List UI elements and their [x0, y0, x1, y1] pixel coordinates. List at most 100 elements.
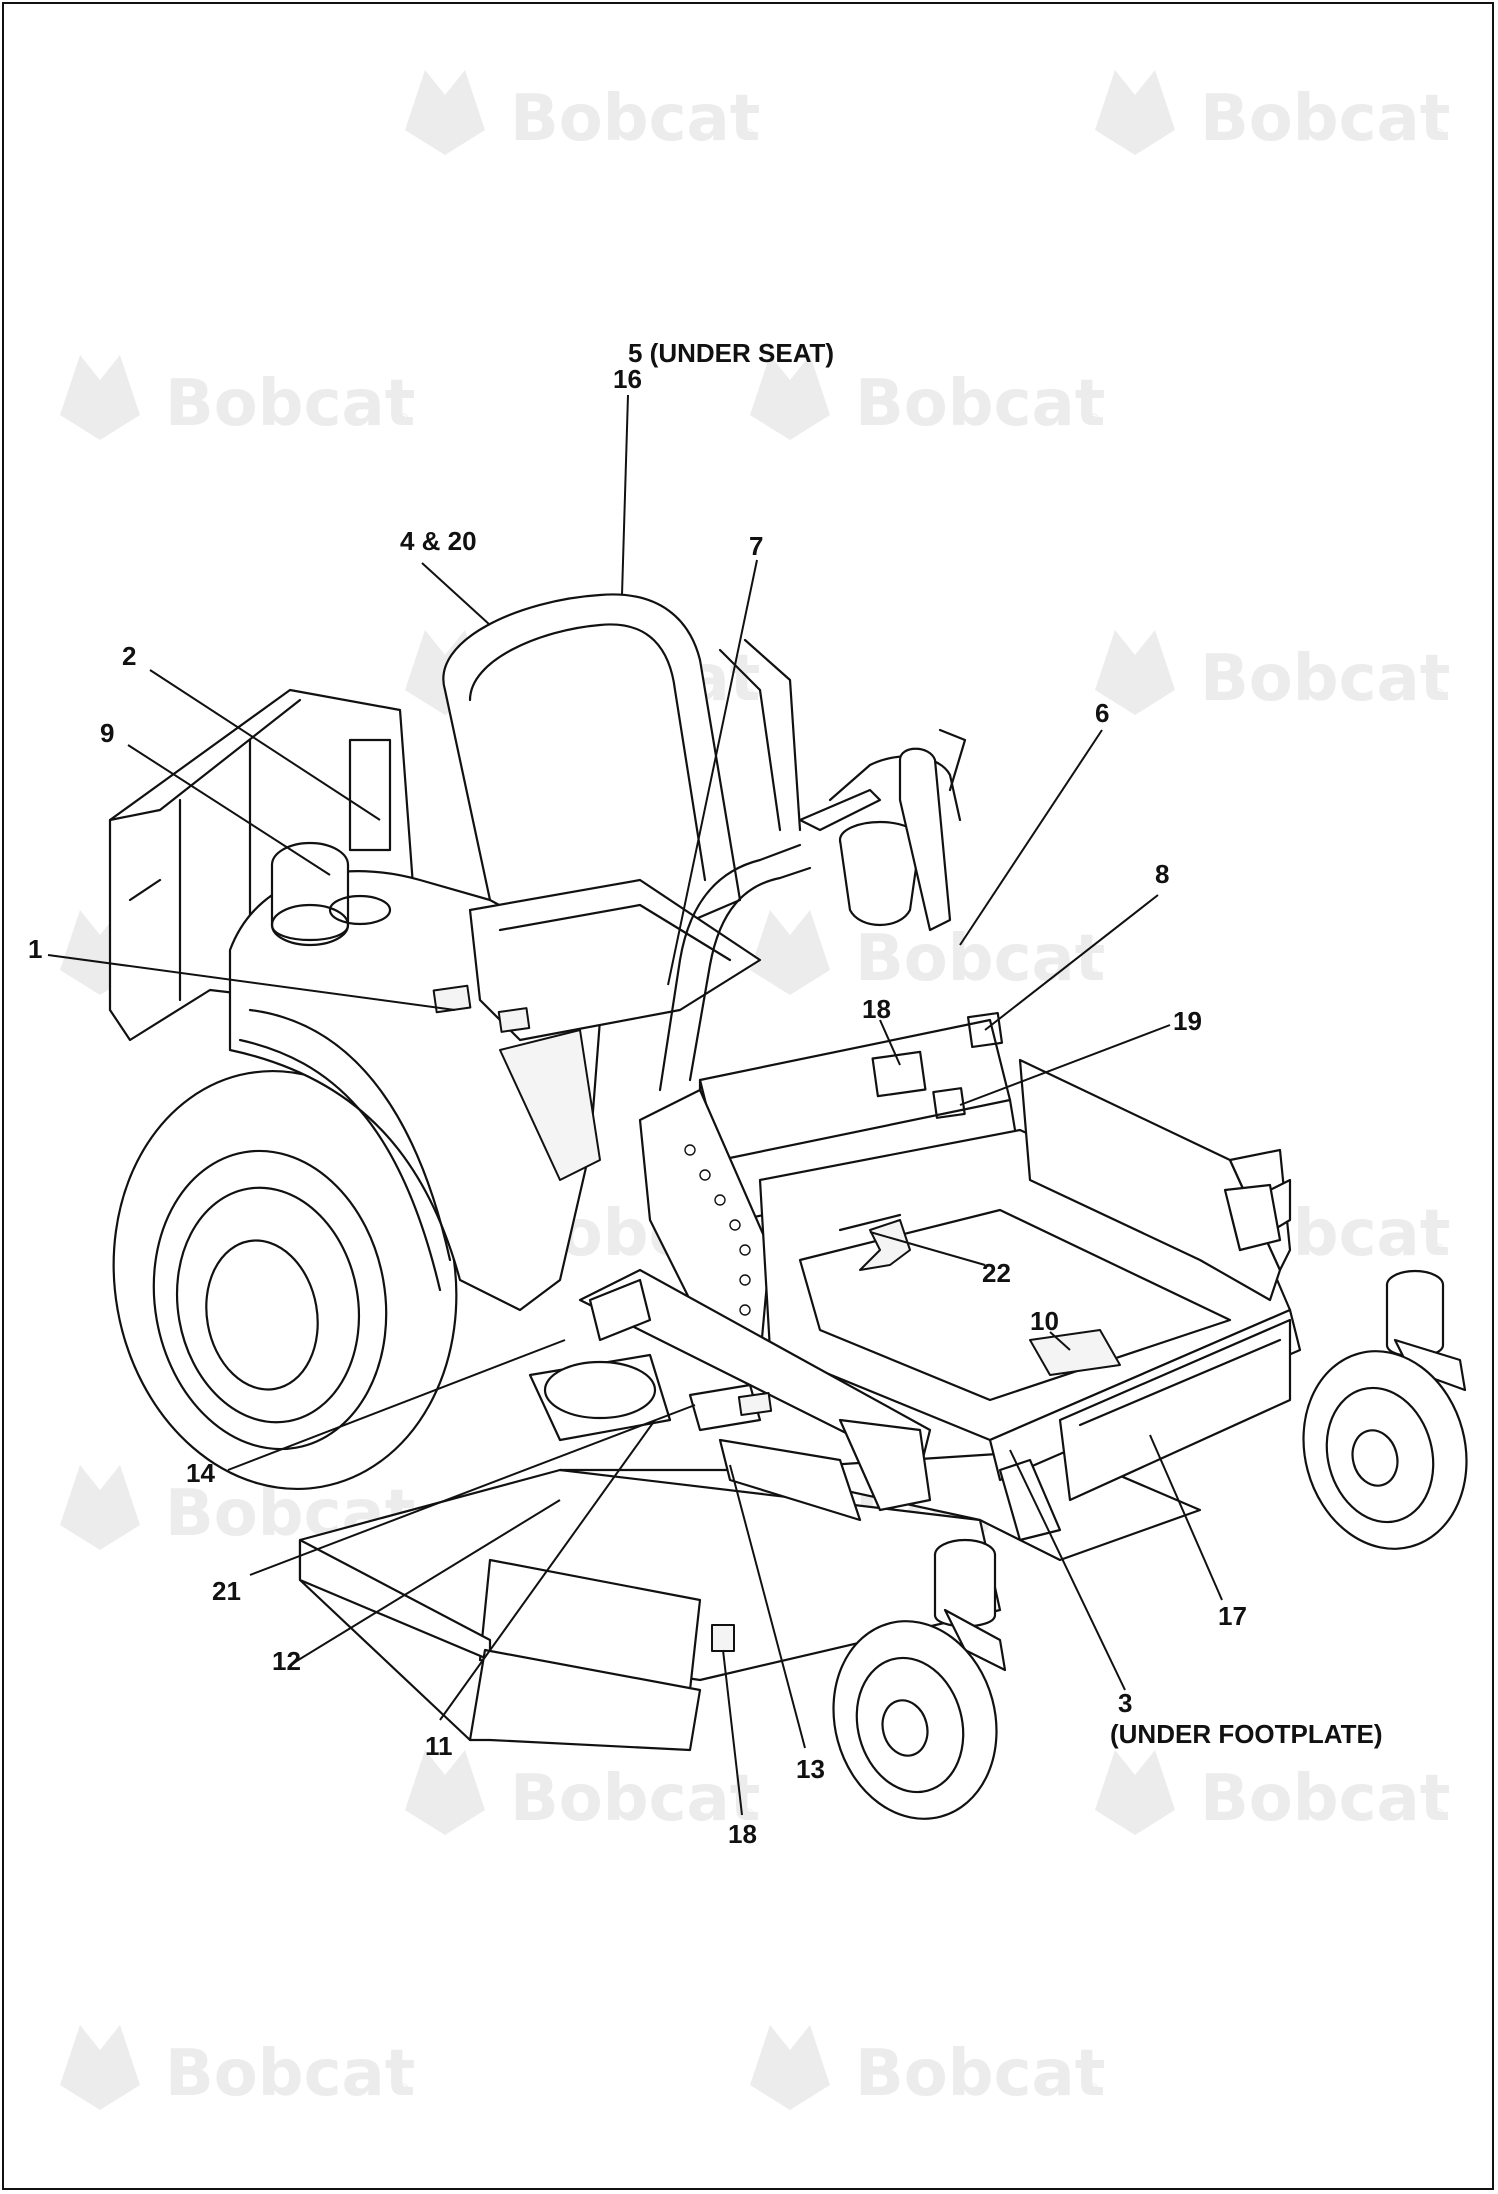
watermark: Bobcat ®: [750, 910, 1105, 996]
bobcat-head-logo-icon: [405, 1750, 485, 1835]
watermark-reg: ®: [1430, 1240, 1446, 1259]
bobcat-head-logo-icon: [405, 70, 485, 155]
watermark-text: Bobcat: [510, 82, 760, 156]
leader-13: [729, 1464, 806, 1749]
watermark-text: Bobcat: [855, 2037, 1105, 2111]
leader-6: [959, 729, 1103, 946]
leader-19: [959, 1024, 1171, 1106]
callout-13: 13: [796, 1754, 825, 1784]
bobcat-head-logo-icon: [60, 2025, 140, 2110]
callout-11: 11: [425, 1731, 453, 1761]
leader-9: [127, 744, 331, 876]
leader-7: [667, 559, 758, 986]
leader-1: [47, 954, 456, 1011]
watermark: Bobcat ®: [750, 2025, 1105, 2111]
callout-6: 6: [1095, 698, 1109, 728]
under-seat-arms: [528, 1268, 932, 1522]
front-bumper-post: [1223, 1183, 1282, 1252]
leader-21: [249, 1404, 696, 1576]
fuel-cap: [270, 841, 392, 947]
watermark: Bobcat ®: [1095, 630, 1450, 716]
leader-2: [149, 669, 381, 821]
watermark: Bobcat ®: [1095, 1750, 1450, 1836]
bobcat-head-logo-icon: [750, 2025, 830, 2110]
callout-2: 2: [122, 641, 136, 671]
watermark-reg: ®: [395, 410, 411, 429]
leader-lines: [47, 394, 1223, 1816]
leader-8: [984, 894, 1159, 1031]
watermark: Bobcat ®: [60, 2025, 415, 2111]
callout-8: 8: [1155, 859, 1169, 889]
leader-3: [1009, 1449, 1126, 1691]
front-right-caster: [1302, 1269, 1468, 1550]
callout-4-and-20: 4 & 20: [400, 526, 477, 556]
callout-3: 3: [1118, 1688, 1132, 1718]
leader-11: [439, 1419, 656, 1721]
watermark-text: Bobcat: [1200, 82, 1450, 156]
watermark: Bobcat ®: [1095, 70, 1450, 156]
watermark-reg: ®: [1430, 1805, 1446, 1824]
leader-16: [621, 394, 629, 596]
watermark: Bobcat ®: [405, 70, 760, 156]
watermark-reg: ®: [740, 125, 756, 144]
callout-7: 7: [749, 531, 763, 561]
watermark-text: Bobcat: [855, 922, 1105, 996]
front-crossbar: [988, 1308, 1302, 1542]
leader-4-20: [421, 562, 491, 626]
rear-left-tire: [112, 1069, 458, 1491]
watermark-reg: ®: [1085, 2080, 1101, 2099]
leader-10: [1049, 1331, 1071, 1351]
leader-22: [869, 1231, 986, 1266]
callout-18-deck: 18: [728, 1819, 757, 1849]
leader-12: [294, 1499, 561, 1663]
callout-21: 21: [212, 1576, 241, 1606]
watermark: Bobcat ®: [750, 355, 1105, 441]
bobcat-head-logo-icon: [1095, 70, 1175, 155]
callout-1: 1: [28, 934, 42, 964]
watermark-text: Bobcat: [855, 367, 1105, 441]
control-levers: [658, 638, 967, 1092]
bobcat-head-logo-icon: [1095, 630, 1175, 715]
leader-14: [227, 1339, 566, 1471]
leader-17: [1149, 1434, 1223, 1601]
mower-deck: [298, 1448, 1202, 1752]
watermark-reg: ®: [1430, 125, 1446, 144]
callout-labels: 5 (UNDER SEAT) 16 4 & 20 7 2 9 6 8 1 19 …: [28, 338, 1383, 1849]
watermark-text: Bobcat: [1200, 1762, 1450, 1836]
front-left-caster: [832, 1538, 1007, 1820]
watermark-reg: ®: [395, 2080, 411, 2099]
leader-18a: [879, 1019, 901, 1066]
callout-18-seat: 18: [862, 994, 891, 1024]
mower-illustration: [108, 593, 1468, 1820]
watermark-reg: ®: [1085, 410, 1101, 429]
callout-5-under-seat: 5 (UNDER SEAT): [628, 338, 834, 368]
right-console: [838, 747, 952, 932]
watermark-text: Bobcat: [165, 367, 415, 441]
watermark-reg: ®: [740, 1805, 756, 1824]
bobcat-head-logo-icon: [750, 910, 830, 995]
watermark: Bobcat ®: [405, 1750, 760, 1836]
operator-seat: [442, 593, 762, 1042]
bobcat-head-logo-icon: [60, 1465, 140, 1550]
bobcat-head-logo-icon: [750, 355, 830, 440]
watermark: Bobcat ®: [60, 355, 415, 441]
watermark-reg: ®: [1085, 965, 1101, 984]
watermark-reg: ®: [1430, 685, 1446, 704]
leader-18b: [722, 1649, 743, 1816]
callout-14: 14: [186, 1458, 215, 1488]
callout-3-under-footplate: (UNDER FOOTPLATE): [1110, 1719, 1383, 1749]
callout-22: 22: [982, 1258, 1011, 1288]
watermark-reg: ®: [740, 685, 756, 704]
callout-9: 9: [100, 718, 114, 748]
bobcat-head-logo-icon: [1095, 1750, 1175, 1835]
watermark-text: Bobcat: [1200, 642, 1450, 716]
bobcat-head-logo-icon: [60, 355, 140, 440]
callout-10: 10: [1030, 1306, 1059, 1336]
watermark-text: Bobcat: [510, 1762, 760, 1836]
callout-12: 12: [272, 1646, 301, 1676]
callout-19: 19: [1173, 1006, 1202, 1036]
watermark-text: Bobcat: [165, 2037, 415, 2111]
callout-17: 17: [1218, 1601, 1247, 1631]
callout-16: 16: [613, 364, 642, 394]
